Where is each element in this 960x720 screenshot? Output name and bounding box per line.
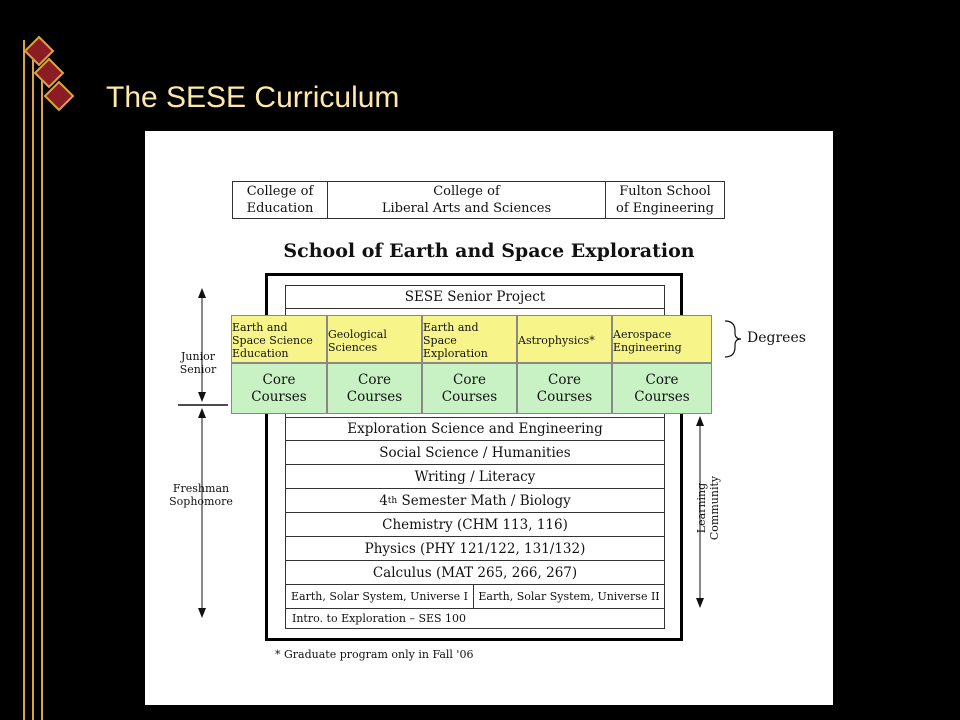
universe-row: Earth, Solar System, Universe I Earth, S… xyxy=(285,585,665,609)
core-line: Core xyxy=(645,371,679,388)
core-courses-box: Core Courses xyxy=(422,363,517,414)
diagram-arrows xyxy=(178,288,742,618)
course-row: Chemistry (CHM 113, 116) xyxy=(285,513,665,537)
course-row: Calculus (MAT 265, 266, 267) xyxy=(285,561,665,585)
curriculum-diagram: College of Education College of Liberal … xyxy=(145,131,833,705)
slide-title: The SESE Curriculum xyxy=(106,81,400,114)
college-education-box: College of Education xyxy=(232,181,328,219)
course-row: Physics (PHY 121/122, 131/132) xyxy=(285,537,665,561)
math-row-prefix: 4 xyxy=(379,492,388,509)
core-line: Core xyxy=(262,371,296,388)
diamond-icon xyxy=(43,80,75,112)
intro-row: Intro. to Exploration – SES 100 xyxy=(285,609,665,629)
school-title: School of Earth and Space Exploration xyxy=(283,240,695,262)
college-line: Fulton School xyxy=(619,184,711,199)
freshman-sophomore-arrow xyxy=(198,408,206,618)
universe-cell: Earth, Solar System, Universe II xyxy=(478,590,660,603)
college-line: Education xyxy=(246,201,314,216)
core-line: Courses xyxy=(536,388,593,405)
degree-line: Earth and xyxy=(232,321,288,334)
label-line: Senior xyxy=(179,363,217,376)
core-courses-box: Core Courses xyxy=(612,363,712,414)
math-row-text: Semester Math / Biology xyxy=(397,492,571,509)
core-line: Courses xyxy=(441,388,498,405)
core-line: Courses xyxy=(346,388,403,405)
core-line: Core xyxy=(548,371,581,388)
college-line: College of xyxy=(246,184,314,199)
degree-box: Aerospace Engineering xyxy=(612,315,712,363)
school-frame xyxy=(265,273,683,641)
degree-line: Astrophysics* xyxy=(518,334,595,347)
degree-line: Engineering xyxy=(613,340,682,354)
core-courses-box: Core Courses xyxy=(327,363,422,414)
core-courses-box: Core Courses xyxy=(231,363,327,414)
degree-box: Astrophysics* xyxy=(517,315,612,363)
freshman-sophomore-label: Freshman Sophomore xyxy=(161,482,241,508)
decorative-border xyxy=(23,35,75,720)
core-line: Courses xyxy=(634,388,690,405)
learning-community-arrow xyxy=(696,416,704,608)
core-line: Core xyxy=(453,371,486,388)
course-row: Social Science / Humanities xyxy=(285,441,665,465)
math-row-sup: th xyxy=(387,495,398,506)
degree-line: Space Science xyxy=(232,334,313,347)
core-line: Core xyxy=(358,371,391,388)
degree-line: Geological xyxy=(328,327,387,341)
degree-line: Earth and xyxy=(423,321,479,334)
senior-project-row: SESE Senior Project xyxy=(285,285,665,309)
core-line: Courses xyxy=(251,388,307,405)
college-engineering-box: Fulton School of Engineering xyxy=(605,181,725,219)
junior-senior-arrow xyxy=(198,288,206,402)
course-row: Writing / Literacy xyxy=(285,465,665,489)
degrees-label: Degrees xyxy=(747,330,806,346)
course-row: Exploration Science and Engineering xyxy=(285,417,665,441)
college-line: of Engineering xyxy=(616,201,714,216)
core-courses-box: Core Courses xyxy=(517,363,612,414)
degree-box: Geological Sciences xyxy=(327,315,422,363)
diamond-icon xyxy=(23,35,55,67)
junior-senior-label: Junior Senior xyxy=(173,350,223,376)
degree-box: Earth and Space Exploration xyxy=(422,315,517,363)
universe-cell: Earth, Solar System, Universe I xyxy=(286,585,474,608)
label-line: Sophomore xyxy=(169,495,233,508)
degrees-bracket xyxy=(724,320,742,358)
degree-line: Exploration xyxy=(423,347,488,360)
college-line: College of xyxy=(433,184,500,199)
college-liberal-arts-box: College of Liberal Arts and Sciences xyxy=(327,181,606,219)
degree-line: Space xyxy=(423,334,457,347)
diamond-icon xyxy=(33,57,65,89)
footnote: * Graduate program only in Fall '06 xyxy=(275,648,474,661)
degree-line: Aerospace xyxy=(613,327,672,341)
degree-line: Education xyxy=(232,347,289,360)
label-line: Junior xyxy=(181,350,215,363)
label-line: Freshman xyxy=(172,482,230,495)
degree-line: Sciences xyxy=(328,340,378,354)
degree-box: Earth and Space Science Education xyxy=(231,315,327,363)
college-line: Liberal Arts and Sciences xyxy=(381,201,552,216)
